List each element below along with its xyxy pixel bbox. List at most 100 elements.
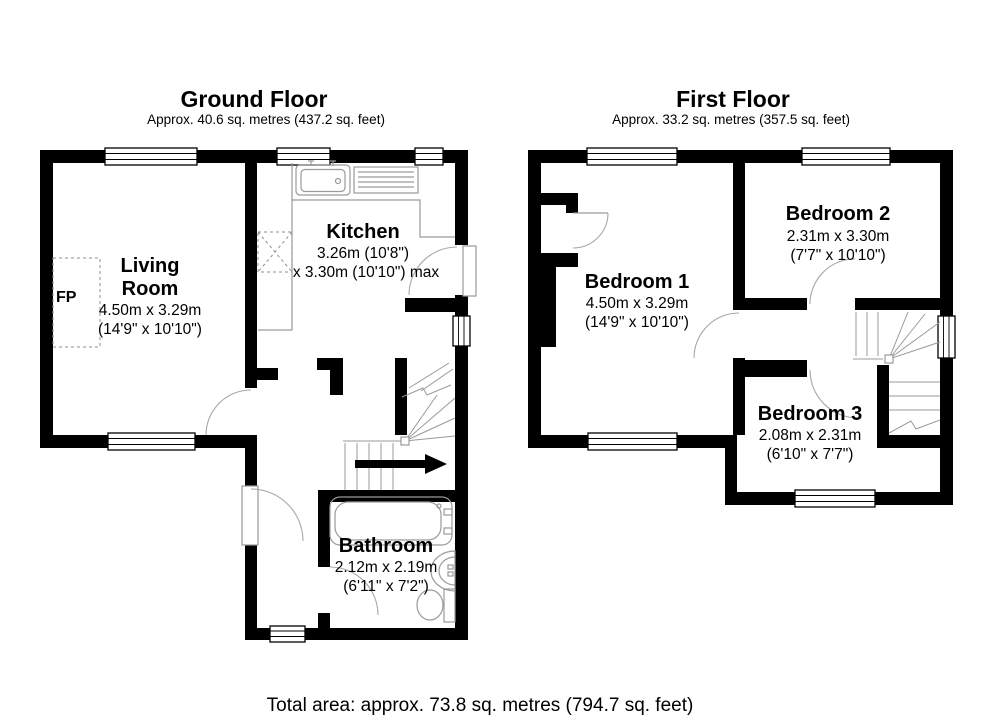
appliance-space-cross [257,231,293,273]
room-name: Bedroom 2 [786,203,890,225]
bedroom2-door-arc [809,258,856,305]
room-name: Living [121,255,180,277]
stairwell-window-right-ff [937,315,956,359]
room-name: Bedroom 3 [758,403,862,425]
bedroom1-label: Bedroom 1 4.50m x 3.29m (14'9" x 10'10") [585,271,689,331]
sink-drain [334,177,342,185]
room-dims-metric: 2.12m x 2.19m [335,559,438,576]
door-swing-arc [408,246,458,296]
toilet-icon [416,589,444,621]
window-glazing-lines [458,316,465,346]
bedroom3-label: Bedroom 3 2.08m x 2.31m (6'10" x 7'7") [758,403,862,463]
bathroom-label: Bathroom 2.12m x 2.19m (6'11" x 7'2") [335,535,438,595]
living-room-door-arc [205,389,252,436]
window-frame [587,432,678,451]
room-dims-metric: 3.26m (10'8") [317,245,409,262]
first-floor-title: First Floor [676,86,790,112]
bathroom-door-arc [329,566,379,616]
hall-window-bottom [269,625,306,643]
stair-break-line [401,362,454,398]
ground-floor-title: Ground Floor [181,86,328,112]
window-frame [452,315,471,347]
stair-newel-post [884,354,894,364]
stair-winders [888,311,941,360]
bedroom2-window-top [801,147,891,166]
door-swing-arc [250,488,304,542]
bathtub-inner [334,501,442,541]
kitchen-fixtures [257,160,455,331]
washbasin-inner [438,556,456,586]
window-frame [801,147,891,166]
drainer-lines [358,171,414,188]
closet-door [572,212,609,249]
ground-floor-subtitle: Approx. 40.6 sq. metres (437.2 sq. feet) [147,112,385,127]
sink-icon [295,164,351,196]
window-frame [414,147,444,166]
window-frame [794,489,876,508]
sink-basin [300,168,346,193]
bedroom3-window-bottom [794,489,876,508]
living-room-label: Living Room 4.50m x 3.29m (14'9" x 10'10… [98,255,202,338]
kitchen-label: Kitchen 3.26m (10'8") x 3.30m (10'10") m… [293,221,440,281]
room-dims-metric: 2.31m x 3.30m [787,228,890,245]
door-swing-arc [572,212,609,249]
stair-break-line [888,419,941,434]
kitchen-window-top [276,147,331,166]
stair-treads-down [889,381,940,411]
window-glazing-lines [105,153,197,160]
window-glazing-lines [587,153,677,160]
washbasin-tap [447,564,454,570]
fireplace-outline [52,257,101,348]
ground-floor-stairs [343,362,456,490]
bedroom2-label: Bedroom 2 2.31m x 3.30m (7'7" x 10'10") [786,203,890,264]
ground-floor-plan: Ground Floor Approx. 40.6 sq. metres (43… [40,86,477,643]
front-door [241,485,304,546]
room-name: Room [122,278,179,300]
kitchen-counter-outline [258,163,455,331]
first-floor-walls [528,150,953,505]
window-frame [586,147,678,166]
fireplace: FP [52,257,101,348]
stair-winders [404,394,456,442]
window-frame [276,147,331,166]
window-glazing-lines [588,438,677,445]
window-glazing-lines [802,153,890,160]
back-door [408,245,477,297]
bathtub-tap [443,527,453,535]
window-glazing-lines [795,495,875,502]
window-frame [104,147,198,166]
room-dims-imperial: (7'7" x 10'10") [790,247,885,264]
washbasin-tap [447,571,454,577]
toilet-cistern [443,588,456,623]
living-room-window-bottom [107,432,196,451]
window-frame [269,625,306,643]
room-dims-metric: 4.50m x 3.29m [99,302,202,319]
window-glazing-lines [270,630,305,637]
window-glazing-lines [108,438,195,445]
room-dims-metric: 2.08m x 2.31m [759,427,862,444]
bedroom1-window-bottom [587,432,678,451]
bathtub-icon [329,496,453,546]
room-dims-imperial: (14'9" x 10'10") [585,314,689,331]
total-area-text: Total area: approx. 73.8 sq. metres (794… [267,695,694,716]
drainer-icon [353,166,419,194]
bathroom-fixtures [329,496,456,623]
bedroom1-door-arc [693,312,740,359]
door-leaf [241,485,259,546]
living-room-window-top [104,147,198,166]
room-dims-imperial: (14'9" x 10'10") [98,321,202,338]
first-floor-subtitle: Approx. 33.2 sq. metres (357.5 sq. feet) [612,112,850,127]
fireplace-label: FP [56,289,77,306]
stairs-up-arrow-icon [355,454,447,474]
window-frame [937,315,956,359]
bathtub-drain [436,503,442,509]
window-glazing-lines [415,153,443,160]
bedroom3-door-arc [809,369,859,419]
first-floor-stairs [853,311,941,434]
stairwell-window-right [452,315,471,347]
kitchen-window-top-right [414,147,444,166]
room-dims-imperial: (6'10" x 7'7") [767,446,854,463]
stair-newel-post [400,436,410,446]
bathtub-tap [443,508,453,516]
